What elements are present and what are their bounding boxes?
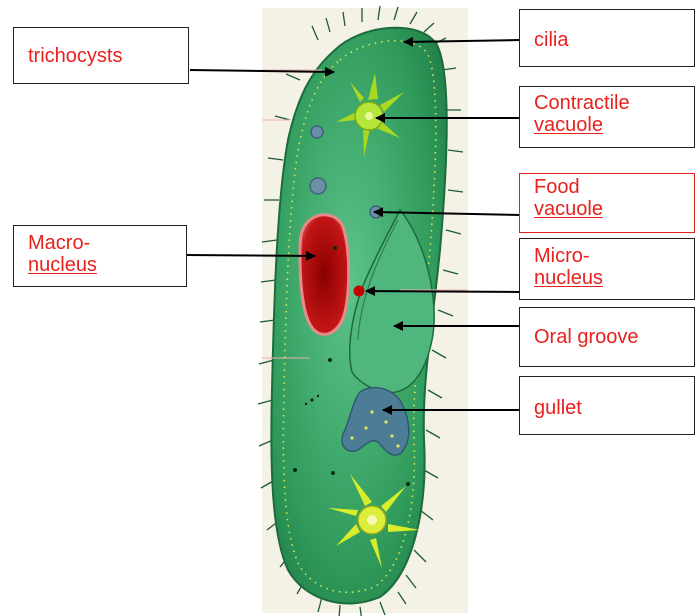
label-micronucleus-line1: Micro- [534,245,680,267]
arrow-micronucleus [366,291,520,292]
label-food-vacuole-line1: Food [534,176,680,198]
label-gullet-text: gullet [534,397,680,419]
label-trichocysts-text: trichocysts [28,45,174,67]
label-food-vacuole: Food vacuole [519,173,695,233]
label-oral-groove: Oral groove [519,307,695,367]
label-macronucleus-line2: nucleus [28,254,172,276]
label-cilia-text: cilia [534,29,680,51]
label-cilia: cilia [519,9,695,67]
label-gullet: gullet [519,376,695,435]
label-contractile-vacuole-line2: vacuole [534,114,680,136]
label-oral-groove-text: Oral groove [534,326,680,348]
label-food-vacuole-line2: vacuole [534,198,680,220]
label-macronucleus-line1: Macro- [28,232,172,254]
arrow-macronucleus [186,255,315,256]
label-trichocysts: trichocysts [13,27,189,84]
label-contractile-vacuole-line1: Contractile [534,92,680,114]
label-micronucleus: Micro- nucleus [519,238,695,300]
label-contractile-vacuole: Contractile vacuole [519,86,695,148]
micronucleus-shape [354,286,365,297]
macronucleus-shape [300,215,349,334]
label-micronucleus-line2: nucleus [534,267,680,289]
label-macronucleus: Macro- nucleus [13,225,187,287]
